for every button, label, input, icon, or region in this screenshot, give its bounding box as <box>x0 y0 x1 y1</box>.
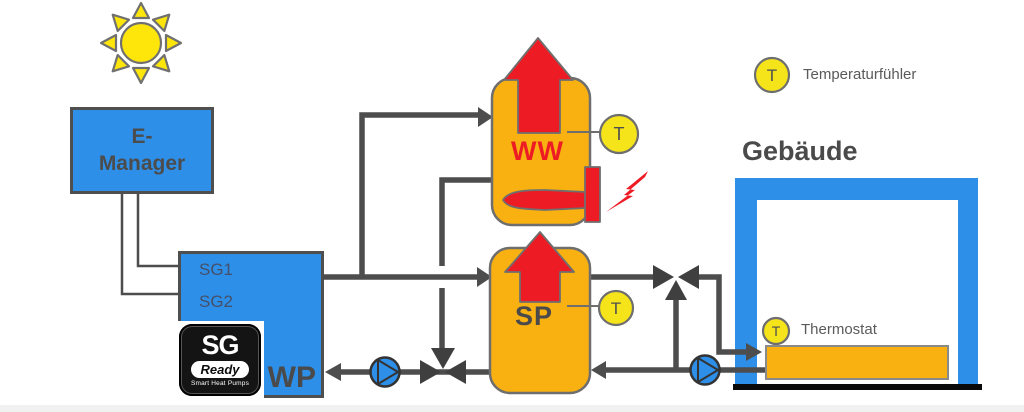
sg-ready-logo-title: SG <box>201 330 239 361</box>
energy-manager-label-line1: E- <box>131 125 153 149</box>
legend-sensor-symbol: T <box>767 66 777 85</box>
sg1-signal-wire <box>136 194 180 268</box>
building-title: Gebäude <box>742 136 858 166</box>
supply-pipe-branch-to-ww <box>359 112 480 277</box>
thermostat-sensor-icon <box>761 316 791 346</box>
sg-ready-logo-ready: Ready <box>191 360 249 378</box>
ww-return-pipe-upper <box>439 177 492 266</box>
bottom-edge-band <box>0 405 1024 412</box>
sg1-input-label: SG1 <box>199 260 234 279</box>
thermostat-label: Thermostat <box>801 321 877 338</box>
sp-temperature-sensor-icon <box>597 289 635 327</box>
heating-element-flange <box>584 166 601 223</box>
sun-icon <box>99 1 183 85</box>
thermostat-sensor-symbol: T <box>772 323 781 339</box>
radiator <box>765 345 949 380</box>
sp-tank-label: SP <box>515 301 554 331</box>
legend-label: Temperaturfühler <box>803 66 917 83</box>
pump-building-circuit <box>689 354 721 386</box>
heat-pump-label: WP <box>267 361 316 394</box>
sp-heat-arrow-icon <box>504 231 575 303</box>
arrow-into-ww <box>478 107 493 127</box>
supply-pipe-valve-to-radiator <box>697 274 748 355</box>
sg-ready-logo: SG Ready Smart Heat Pumps <box>176 321 264 399</box>
sun-rays <box>99 1 183 85</box>
sg-ready-logo-subtitle: Smart Heat Pumps <box>190 379 250 387</box>
lightning-bolt-icon <box>606 171 648 212</box>
arrow-into-sp-return <box>591 361 606 379</box>
ww-tank-label: WW <box>511 136 564 166</box>
legend-temperature-sensor-icon <box>753 56 791 94</box>
sg-ready-logo-badge: SG Ready Smart Heat Pumps <box>179 324 261 396</box>
energy-manager-box: E- Manager <box>70 107 214 194</box>
ww-temperature-sensor-icon <box>598 113 640 155</box>
sg2-signal-wire <box>120 194 180 296</box>
sg2-input-label: SG2 <box>199 292 234 311</box>
heating-element-icon <box>502 189 587 211</box>
arrow-into-radiator <box>746 343 762 361</box>
ww-heat-arrow-icon <box>503 37 574 134</box>
arrow-into-sp <box>477 267 492 287</box>
building-floor-line <box>733 384 982 390</box>
energy-manager-label-line2: Manager <box>98 151 186 175</box>
ww-sensor-symbol: T <box>614 124 625 144</box>
mixing-valve-bottom <box>420 348 466 384</box>
mixing-valve-building <box>653 265 699 300</box>
arrow-into-wp-return <box>325 363 341 381</box>
sun-disc <box>119 21 163 65</box>
sp-sensor-symbol: T <box>611 299 621 318</box>
pump-wp-circuit <box>369 356 401 388</box>
